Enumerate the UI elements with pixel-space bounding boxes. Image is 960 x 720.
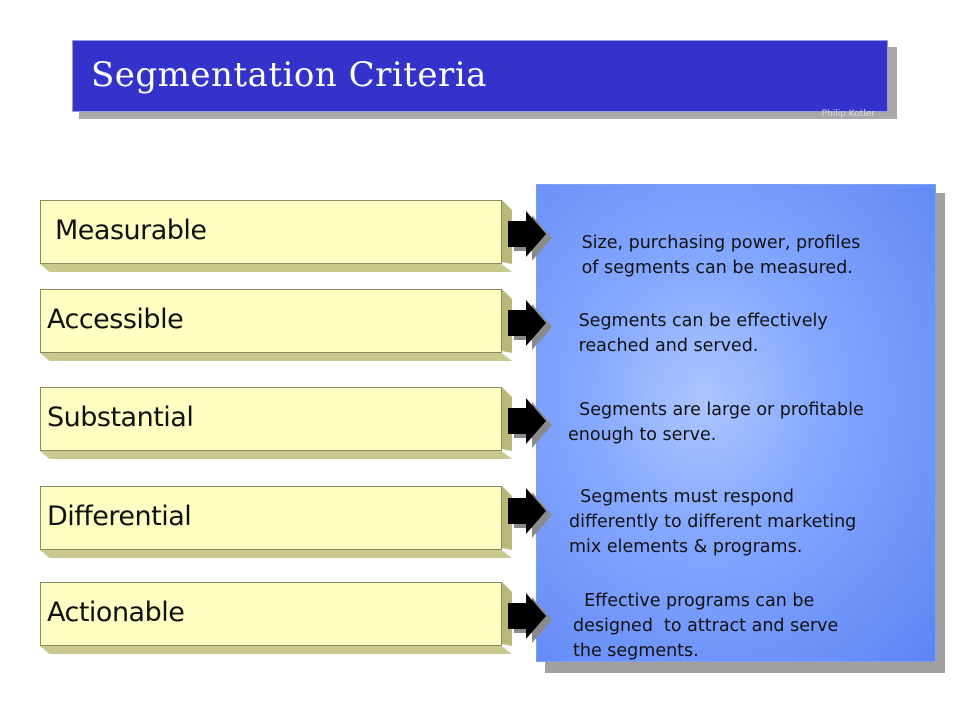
right-arrow-icon [508,593,554,647]
criterion-description-accessible: Segments can be effectively reached and … [578,311,828,356]
criterion-box-differential: Differential [40,486,512,558]
description-panel [536,184,936,662]
right-arrow-icon [508,300,554,354]
criterion-label: Differential [47,501,192,532]
criterion-description-substantial: Segments are large or profitable enough … [568,400,864,445]
criterion-box-accessible: Accessible [40,289,512,361]
criterion-description-differential: Segments must respond differently to dif… [569,487,857,557]
criterion-box-measurable: Measurable [40,200,512,272]
criterion-box-side-edge [502,289,512,353]
criterion-box-actionable: Actionable [40,582,512,654]
criterion-label: Measurable [55,215,207,246]
right-arrow-icon [508,398,554,452]
criterion-box-side-edge [502,582,512,646]
criterion-box-bottom-edge [40,264,512,272]
criterion-box-bottom-edge [40,646,512,654]
criterion-box-face: Differential [40,486,502,550]
criterion-label: Actionable [47,597,185,628]
criterion-label: Accessible [47,304,184,335]
title-bar: Segmentation Criteria Philip Kotler [72,40,888,119]
right-arrow-icon [508,488,554,542]
criterion-label: Substantial [47,402,194,433]
criterion-box-face: Substantial [40,387,502,451]
title-watermark: Philip Kotler [821,109,875,119]
criterion-box-face: Measurable [40,200,502,264]
criterion-box-side-edge [502,387,512,451]
slide-title: Segmentation Criteria [91,55,487,95]
criterion-box-bottom-edge [40,550,512,558]
criterion-box-substantial: Substantial [40,387,512,459]
criterion-description-actionable: Effective programs can be designed to at… [573,591,839,661]
right-arrow-icon [508,211,554,265]
criterion-box-face: Actionable [40,582,502,646]
criterion-box-face: Accessible [40,289,502,353]
criterion-box-bottom-edge [40,451,512,459]
criterion-box-side-edge [502,200,512,264]
criterion-box-side-edge [502,486,512,550]
criterion-description-measurable: Size, purchasing power, profiles of segm… [581,233,861,278]
criterion-box-bottom-edge [40,353,512,361]
